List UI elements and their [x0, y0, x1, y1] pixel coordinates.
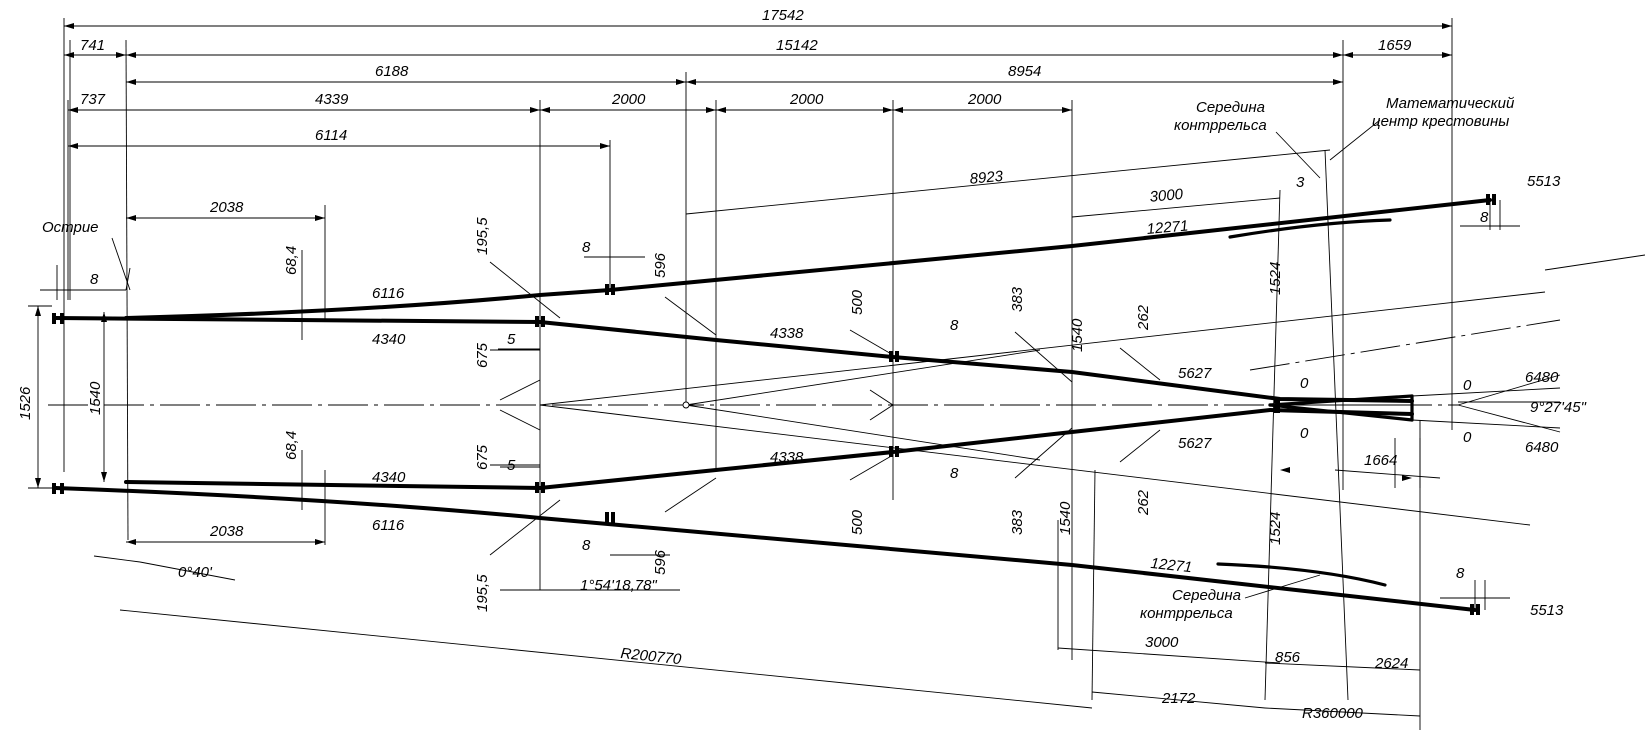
dim-1524-bot: 1524	[1267, 512, 1284, 545]
dim-8-tip: 8	[90, 271, 99, 288]
dim-6116-bot: 6116	[372, 517, 405, 534]
dim-2624: 2624	[1374, 655, 1408, 672]
dim-5-top: 5	[507, 331, 516, 348]
dim-1664: 1664	[1364, 452, 1397, 469]
dim-195-top: 195,5	[474, 217, 491, 255]
dim-6188: 6188	[375, 63, 409, 80]
dim-383-bot: 383	[1009, 509, 1026, 535]
dim-2000-a: 2000	[611, 91, 646, 108]
dim-2000-b: 2000	[789, 91, 824, 108]
dim-17542: 17542	[762, 7, 804, 24]
dim-1540-bot: 1540	[1057, 501, 1074, 535]
dim-8-bot-right: 8	[1456, 565, 1465, 582]
rail-joints	[52, 194, 1496, 615]
dim-1659: 1659	[1378, 37, 1412, 54]
dim-6114: 6114	[315, 127, 347, 144]
dim-3-top: 3	[1296, 174, 1305, 191]
dim-500-bot: 500	[849, 509, 866, 535]
dim-1526: 1526	[17, 386, 34, 420]
dim-1524-top: 1524	[1267, 262, 1284, 295]
label-guard-mid-top-1: Середина	[1196, 99, 1265, 116]
label-math-center-1: Математический	[1386, 95, 1515, 112]
dim-8923: 8923	[969, 168, 1004, 188]
label-guard-mid-bot-1: Середина	[1172, 587, 1241, 604]
callout-labels: Острие Середина контррельса Математическ…	[42, 95, 1515, 622]
dim-741: 741	[80, 37, 105, 54]
dim-R360000: R360000	[1302, 705, 1364, 722]
dim-2000-c: 2000	[967, 91, 1002, 108]
dim-68-top: 68,4	[283, 246, 300, 275]
dim-3000-top: 3000	[1149, 186, 1184, 206]
dim-1540-left: 1540	[87, 381, 104, 415]
dimension-lines	[37, 25, 1645, 717]
dim-6480-bot: 6480	[1525, 439, 1559, 456]
dim-2038-top: 2038	[209, 199, 244, 216]
dim-383-top: 383	[1009, 286, 1026, 312]
dim-5627-bot: 5627	[1178, 435, 1212, 452]
dim-675-top: 675	[474, 342, 491, 368]
arrowheads	[35, 23, 1452, 545]
construction-lines	[125, 261, 1546, 556]
label-guard-mid-top-2: контррельса	[1174, 117, 1267, 134]
dimension-texts: 17542 741 15142 1659 6188 8954 737 4339 …	[17, 7, 1587, 722]
dim-0-d: 0	[1463, 429, 1472, 446]
dim-0-b: 0	[1463, 377, 1472, 394]
dim-3000-bot: 3000	[1145, 634, 1179, 651]
dim-596-bot: 596	[652, 549, 669, 575]
dim-8954: 8954	[1008, 63, 1041, 80]
turnout-branch-axis	[1249, 319, 1561, 371]
dim-0-c: 0	[1300, 425, 1309, 442]
dim-12271-top: 12271	[1146, 217, 1189, 238]
dim-856: 856	[1275, 649, 1301, 666]
rails	[54, 198, 1492, 612]
dim-4338-bot: 4338	[770, 449, 804, 466]
dim-4338-top: 4338	[770, 325, 804, 342]
dim-262-bot: 262	[1135, 489, 1152, 516]
dim-6116-top: 6116	[372, 285, 405, 302]
dim-737: 737	[80, 91, 106, 108]
dim-1540-top: 1540	[1069, 318, 1086, 352]
dim-8-top-right: 8	[1480, 209, 1489, 226]
dim-195-bot: 195,5	[474, 574, 491, 612]
label-point-tip: Острие	[42, 219, 99, 236]
dim-R200770: R200770	[620, 645, 683, 668]
dim-5627-top: 5627	[1178, 365, 1212, 382]
dim-5513-bot: 5513	[1530, 602, 1564, 619]
dim-4340-top: 4340	[372, 331, 406, 348]
dim-2038-bot: 2038	[209, 523, 244, 540]
dim-angle-9deg: 9°27'45"	[1530, 399, 1587, 416]
dim-5513-top: 5513	[1527, 173, 1561, 190]
dim-2172: 2172	[1161, 690, 1196, 707]
dim-8-mid-bot: 8	[950, 465, 959, 482]
dim-262-top: 262	[1135, 304, 1152, 331]
extension-lines	[28, 18, 1501, 730]
label-math-center-2: центр крестовины	[1372, 113, 1509, 130]
dim-8-mid-top: 8	[950, 317, 959, 334]
label-guard-mid-bot-2: контррельса	[1140, 605, 1233, 622]
dim-675-bot: 675	[474, 444, 491, 470]
dim-8-bot-1: 8	[582, 537, 591, 554]
dim-596-top: 596	[652, 252, 669, 278]
dim-12271-bot: 12271	[1150, 555, 1193, 576]
dim-500-top: 500	[849, 289, 866, 315]
dim-15142: 15142	[776, 37, 818, 54]
dim-5-bot: 5	[507, 457, 516, 474]
dim-8-top-1: 8	[582, 239, 591, 256]
dim-0-a: 0	[1300, 375, 1309, 392]
dim-0-40: 0°40'	[178, 564, 213, 581]
dim-6480-top: 6480	[1525, 369, 1559, 386]
dim-4340-bot: 4340	[372, 469, 406, 486]
dim-angle-1-54: 1°54'18,78"	[580, 577, 657, 594]
dim-4339: 4339	[315, 91, 349, 108]
dim-68-bot: 68,4	[283, 431, 300, 460]
